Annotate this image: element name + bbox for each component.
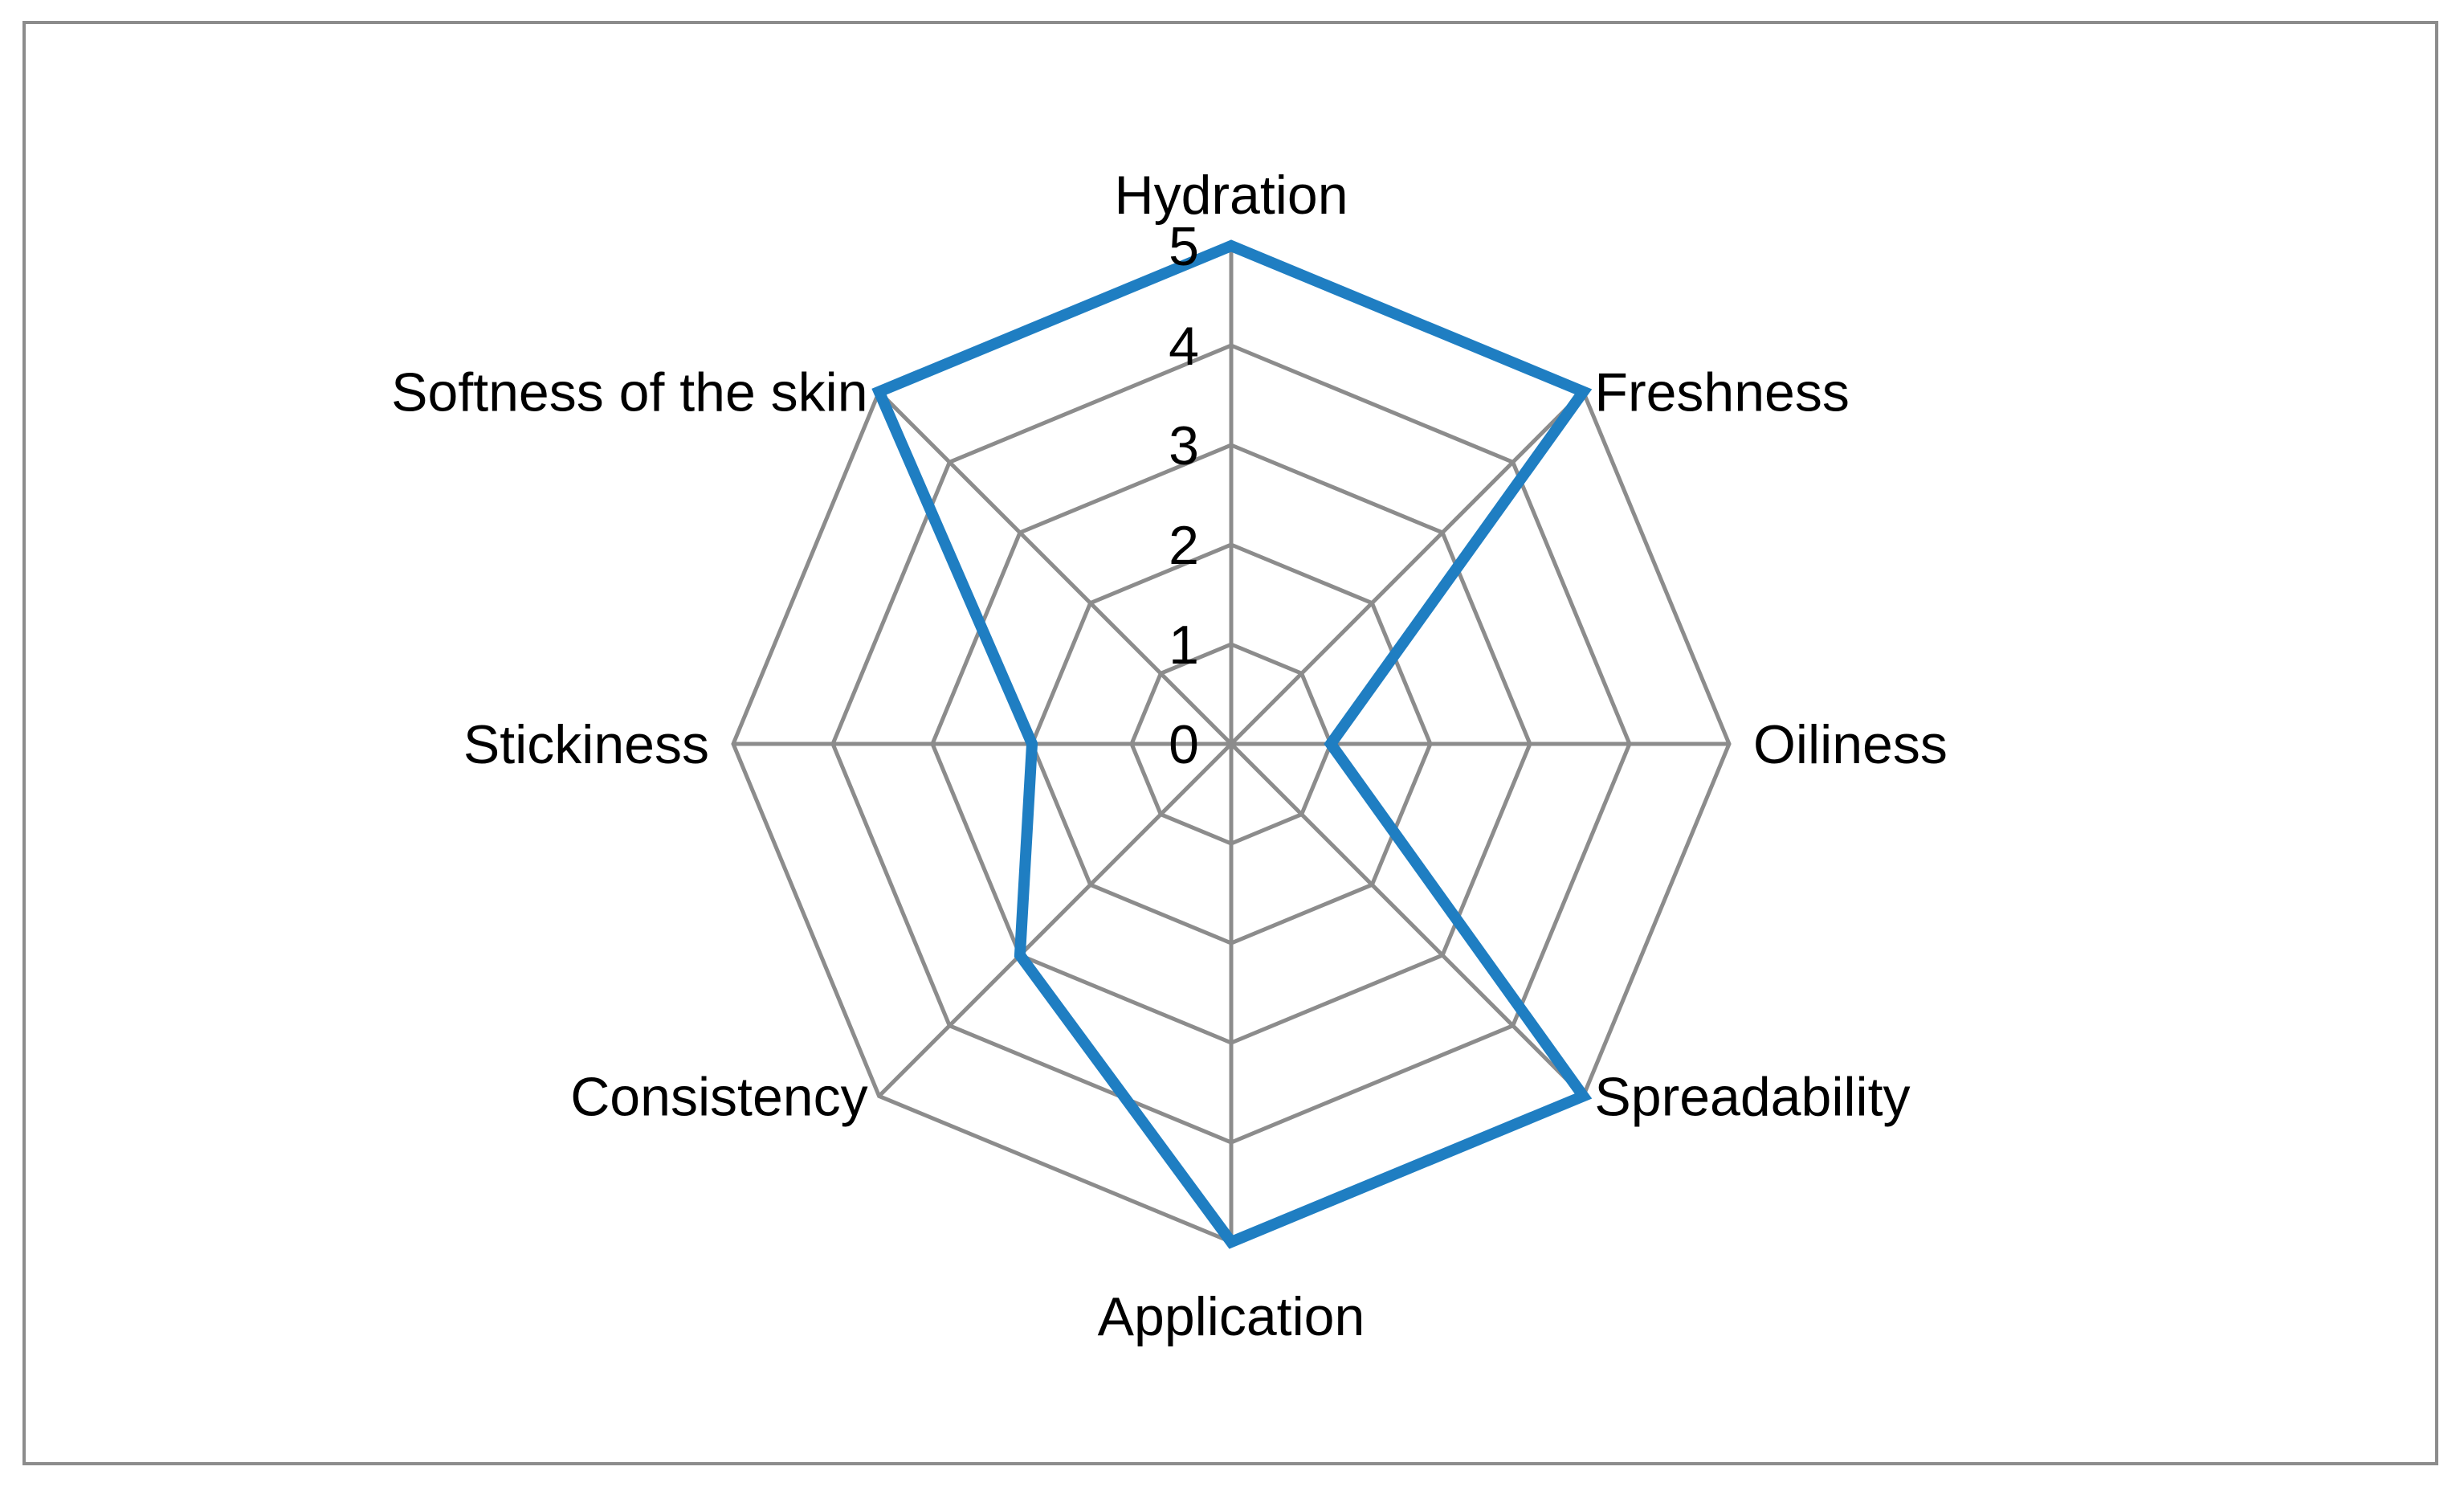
- spoke-4: [1230, 742, 1585, 1098]
- spoke-2: [1230, 390, 1585, 746]
- tick-label: 4: [1169, 316, 1199, 377]
- spoke-8: [877, 390, 1233, 746]
- axis-label: Oiliness: [1753, 714, 1948, 775]
- axis-label: Softness of the skin: [391, 362, 867, 423]
- axis-label: Stickiness: [463, 714, 709, 775]
- tick-label: 0: [1169, 714, 1199, 775]
- axis-label: Application: [1098, 1286, 1365, 1347]
- axis-label: Hydration: [1114, 165, 1348, 226]
- radar-axis-labels: HydrationFreshnessOilinessSpreadabilityA…: [391, 165, 1948, 1347]
- spoke-6: [877, 742, 1233, 1098]
- series-line-1: [871, 239, 1593, 1249]
- axis-label: Freshness: [1594, 362, 1849, 423]
- axis-label: Spreadability: [1594, 1066, 1910, 1127]
- radar-series: [871, 239, 1593, 1249]
- axis-label: Consistency: [570, 1066, 867, 1127]
- radar-tick-labels: 0 1 2 3 4 5: [1169, 216, 1199, 775]
- tick-label: 1: [1169, 615, 1199, 676]
- radar-spokes: [733, 246, 1729, 1242]
- tick-label: 3: [1169, 415, 1199, 476]
- tick-label: 2: [1169, 515, 1199, 576]
- tick-label: 5: [1169, 216, 1199, 277]
